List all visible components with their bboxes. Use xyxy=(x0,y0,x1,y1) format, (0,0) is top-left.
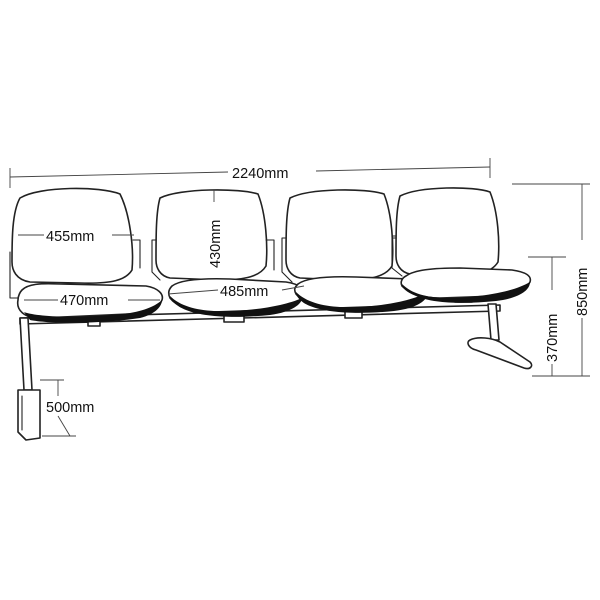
chair-2-backrest xyxy=(155,189,268,281)
chair-3-backrest xyxy=(285,189,394,281)
overall-height-label: 850mm xyxy=(575,268,591,316)
chair-1-back-frame xyxy=(9,251,19,299)
dimension-lines xyxy=(9,158,590,437)
chair-3-seat-edge xyxy=(296,292,428,313)
seat-depth-line-right xyxy=(281,285,305,291)
chair-1-backrest xyxy=(11,187,134,284)
seat-depth-label: 485mm xyxy=(220,284,268,300)
chair-1-back-frame-right xyxy=(132,239,141,269)
chair-2-back-frame xyxy=(151,239,161,281)
seat-width-label: 470mm xyxy=(60,293,108,309)
overall-width-label: 2240mm xyxy=(232,166,288,182)
chair-4-seat-edge xyxy=(402,282,530,303)
chair-3-back-frame xyxy=(281,237,293,283)
left-leg-foot xyxy=(17,389,41,441)
right-leg-post xyxy=(487,303,500,341)
chair-2 xyxy=(151,189,306,317)
right-leg-foot xyxy=(467,337,533,370)
chair-4-back-frame xyxy=(391,235,403,277)
width-dim-line-left xyxy=(9,171,229,178)
chair-3 xyxy=(281,189,430,313)
seat-height-label: 370mm xyxy=(545,314,561,362)
chair-4-backrest xyxy=(395,187,500,277)
dimension-labels: 2240mm 455mm 430mm 470mm 485mm 500mm 370… xyxy=(46,166,591,416)
chair-4 xyxy=(391,187,532,303)
left-leg-post xyxy=(19,317,33,391)
seat-depth-line-left xyxy=(167,289,219,295)
leg-depth-line-lower xyxy=(57,415,71,437)
chair-2-back-frame-right xyxy=(265,239,275,271)
chair-1-seat-edge xyxy=(24,300,162,323)
width-dim-line-right xyxy=(315,166,491,172)
chair-1 xyxy=(9,187,164,323)
back-height-label: 430mm xyxy=(208,220,224,268)
chair-2-seat-edge xyxy=(170,296,302,317)
leg-depth-label: 500mm xyxy=(46,400,94,416)
back-width-label: 455mm xyxy=(46,229,94,245)
